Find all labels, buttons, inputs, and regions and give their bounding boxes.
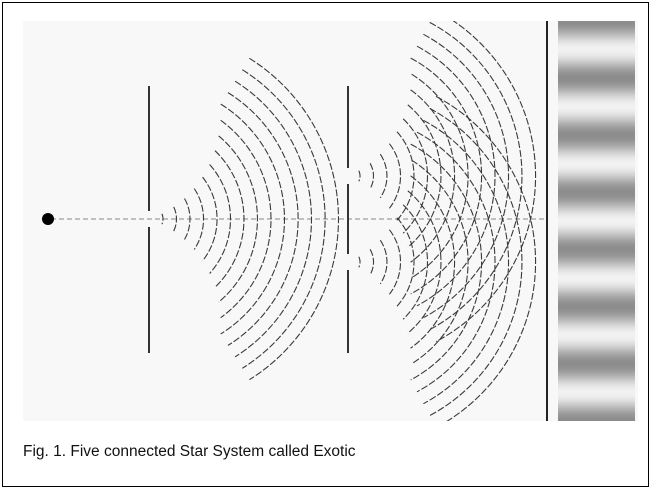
wavefront-arc [411,159,469,365]
figure-caption: Fig. 1. Five connected Star System calle… [23,443,356,460]
wavefront-arc [407,190,442,334]
wavefront-arc [218,135,258,303]
wavefront-arc [435,95,537,421]
light-source [42,213,54,225]
wavefront-arc [410,143,483,381]
wavefront-arc [369,249,374,276]
double-slit-wavefronts [358,21,537,421]
single-slit-wavefronts [161,57,340,381]
wavefront-arc [227,92,299,346]
figure-frame: Fig. 1. Five connected Star System calle… [2,2,649,487]
wavefront-arc [242,69,326,369]
wavefront-arc [416,131,496,393]
interference-pattern [558,21,635,421]
wavefront-arc [193,188,205,250]
wavefront-arc [410,57,483,295]
wavefront-arc [429,107,523,417]
wavefront-arc [161,213,164,225]
wavefront-arc [379,153,388,199]
wavefront-arc [173,206,178,232]
wavefront-arc [214,150,245,288]
double-slit-diagram [23,21,638,421]
wavefront-arc [416,45,496,307]
wavefront-arc [410,175,456,349]
diagram-background [23,21,638,421]
wavefront-arc [423,119,509,405]
wavefront-arc [435,21,537,343]
wavefront-arc [411,73,469,279]
wavefront-arc [402,118,429,234]
wavefront-arc [358,170,361,182]
wavefront-arc [423,33,509,319]
wavefront-arc [402,204,429,320]
wavefront-arc [396,131,415,221]
wavefront-arc [202,176,218,262]
wavefront-arc [429,21,523,331]
wavefront-arc [407,104,442,248]
wavefront-arc [209,164,232,274]
wavefront-arc [220,103,285,335]
wavefront-arc [396,217,415,307]
wavefront-arc [369,163,374,190]
wavefront-arc [358,256,361,268]
wavefront-arc [249,57,340,381]
wavefront-arc [234,80,312,358]
wavefront-arc [379,239,388,285]
wavefront-arc [184,198,191,240]
wavefront-arc [220,119,272,319]
